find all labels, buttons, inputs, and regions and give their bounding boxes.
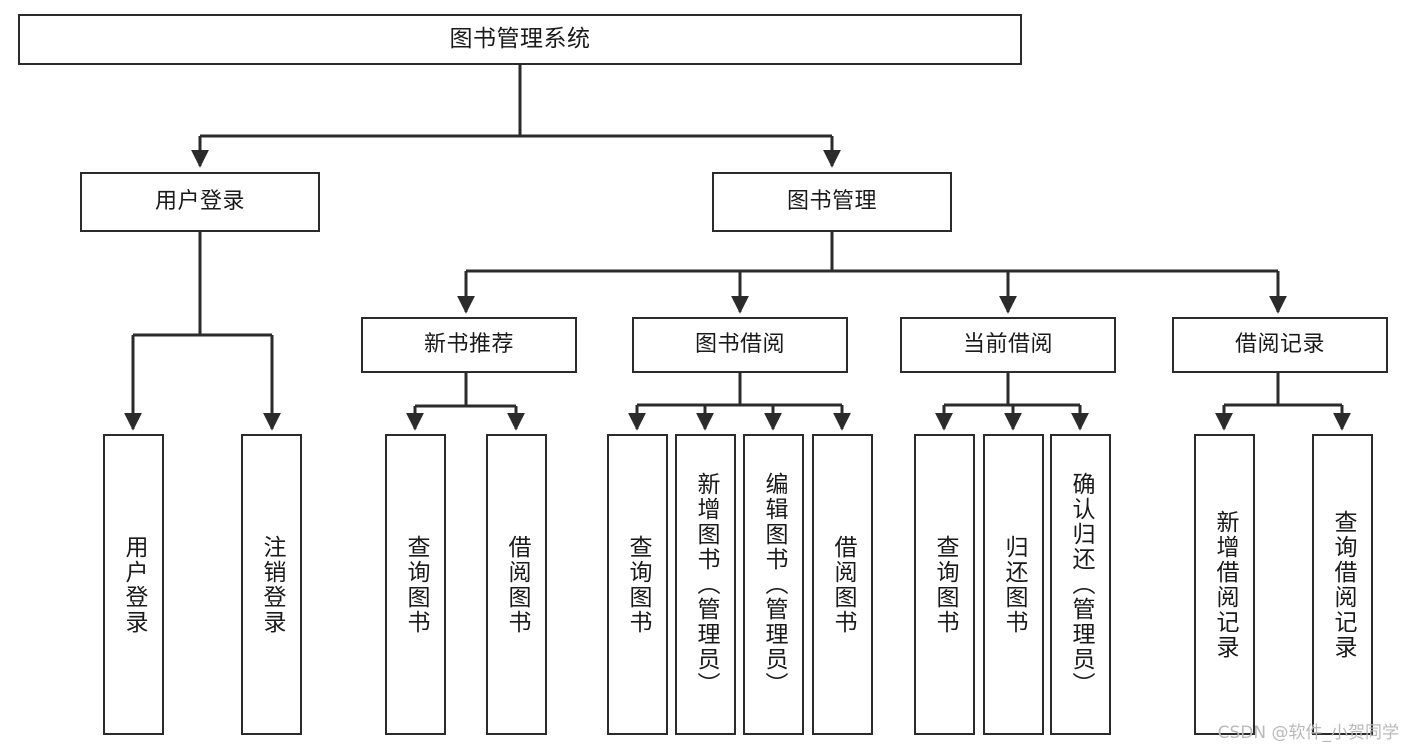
leaf-borrow-book-2-label: 借阅图书 xyxy=(830,534,856,635)
node-new-book-recommend[interactable]: 新书推荐 xyxy=(361,317,577,373)
leaf-confirm-return-admin[interactable]: 确认归还（管理员） xyxy=(1050,434,1111,735)
leaf-query-book-3[interactable]: 查询图书 xyxy=(914,434,975,735)
leaf-return-book-label: 归还图书 xyxy=(1001,534,1027,635)
leaf-add-book-admin-label: 新增图书（管理员） xyxy=(693,472,719,697)
node-root-label: 图书管理系统 xyxy=(449,25,591,52)
leaf-edit-book-admin[interactable]: 编辑图书（管理员） xyxy=(743,434,804,735)
node-current-borrow[interactable]: 当前借阅 xyxy=(900,317,1116,373)
leaf-query-book-2-label: 查询图书 xyxy=(625,534,651,635)
watermark: CSDN @软件_小贺同学 xyxy=(1217,723,1399,743)
leaf-borrow-book-2[interactable]: 借阅图书 xyxy=(812,434,873,735)
node-root[interactable]: 图书管理系统 xyxy=(18,14,1022,65)
leaf-confirm-return-admin-label: 确认归还（管理员） xyxy=(1068,472,1094,697)
leaf-edit-book-admin-label: 编辑图书（管理员） xyxy=(761,472,787,697)
leaf-query-book-1[interactable]: 查询图书 xyxy=(385,434,446,735)
node-user-login-label: 用户登录 xyxy=(154,188,245,214)
leaf-add-borrow-record-label: 新增借阅记录 xyxy=(1212,509,1238,660)
node-borrow-record[interactable]: 借阅记录 xyxy=(1172,317,1388,373)
leaf-borrow-book-1[interactable]: 借阅图书 xyxy=(486,434,547,735)
node-current-borrow-label: 当前借阅 xyxy=(962,331,1053,357)
leaf-query-borrow-record-label: 查询借阅记录 xyxy=(1330,509,1356,660)
leaf-query-book-3-label: 查询图书 xyxy=(932,534,958,635)
node-borrow-record-label: 借阅记录 xyxy=(1234,331,1325,357)
node-book-borrow[interactable]: 图书借阅 xyxy=(632,317,848,373)
leaf-query-book-1-label: 查询图书 xyxy=(403,534,429,635)
node-user-login[interactable]: 用户登录 xyxy=(80,172,320,232)
node-new-book-recommend-label: 新书推荐 xyxy=(423,331,514,357)
leaf-query-book-2[interactable]: 查询图书 xyxy=(607,434,668,735)
leaf-logout-login[interactable]: 注销登录 xyxy=(241,434,302,735)
leaf-logout-login-label: 注销登录 xyxy=(259,534,285,635)
leaf-user-login-label: 用户登录 xyxy=(121,534,147,635)
leaf-borrow-book-1-label: 借阅图书 xyxy=(504,534,530,635)
node-book-manage[interactable]: 图书管理 xyxy=(712,172,952,232)
leaf-return-book[interactable]: 归还图书 xyxy=(983,434,1044,735)
node-book-borrow-label: 图书借阅 xyxy=(694,331,785,357)
leaf-user-login[interactable]: 用户登录 xyxy=(103,434,164,735)
leaf-query-borrow-record[interactable]: 查询借阅记录 xyxy=(1312,434,1373,735)
leaf-add-borrow-record[interactable]: 新增借阅记录 xyxy=(1194,434,1255,735)
node-book-manage-label: 图书管理 xyxy=(786,188,877,214)
leaf-add-book-admin[interactable]: 新增图书（管理员） xyxy=(675,434,736,735)
